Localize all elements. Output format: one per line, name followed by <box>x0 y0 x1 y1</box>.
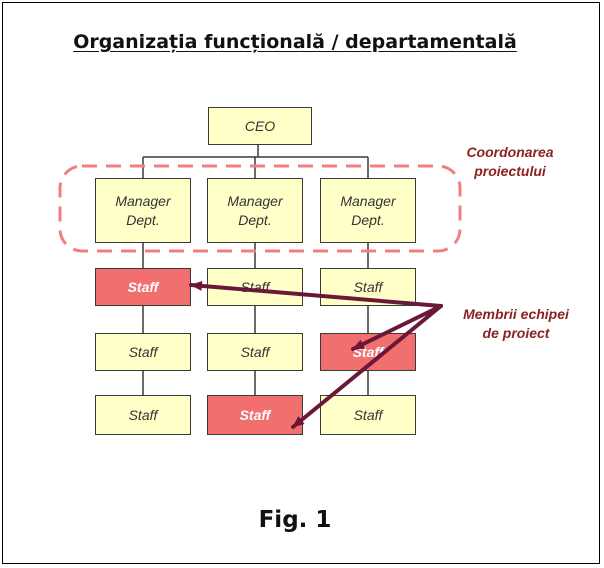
staff-box: Staff <box>95 268 191 306</box>
staff-box: Staff <box>207 333 303 371</box>
figure-frame: Organizația funcțională / departamentală… <box>2 2 600 564</box>
manager-dept-box-1: Manager Dept. <box>95 178 191 243</box>
ceo-box: CEO <box>208 107 312 145</box>
manager-dept-box-3: Manager Dept. <box>320 178 416 243</box>
staff-box: Staff <box>207 395 303 435</box>
arrow-to-staff-row1-col1 <box>189 280 443 308</box>
arrow-to-staff-row2-col3 <box>351 304 443 351</box>
project-coordination-outline <box>58 164 462 253</box>
staff-box: Staff <box>95 395 191 435</box>
staff-box: Staff <box>95 333 191 371</box>
figure-caption: Fig. 1 <box>258 507 332 533</box>
project-team-members-label: Membrii echipei de proiect <box>463 306 569 341</box>
diagram-title: Organizația funcțională / departamentală <box>73 31 517 53</box>
manager-dept-box-2: Manager Dept. <box>207 178 303 243</box>
arrow-to-staff-row3-col2 <box>291 304 443 429</box>
project-coordination-label: Coordonarea proiectului <box>466 144 554 179</box>
team-member-arrows <box>189 280 443 429</box>
staff-box: Staff <box>320 395 416 435</box>
